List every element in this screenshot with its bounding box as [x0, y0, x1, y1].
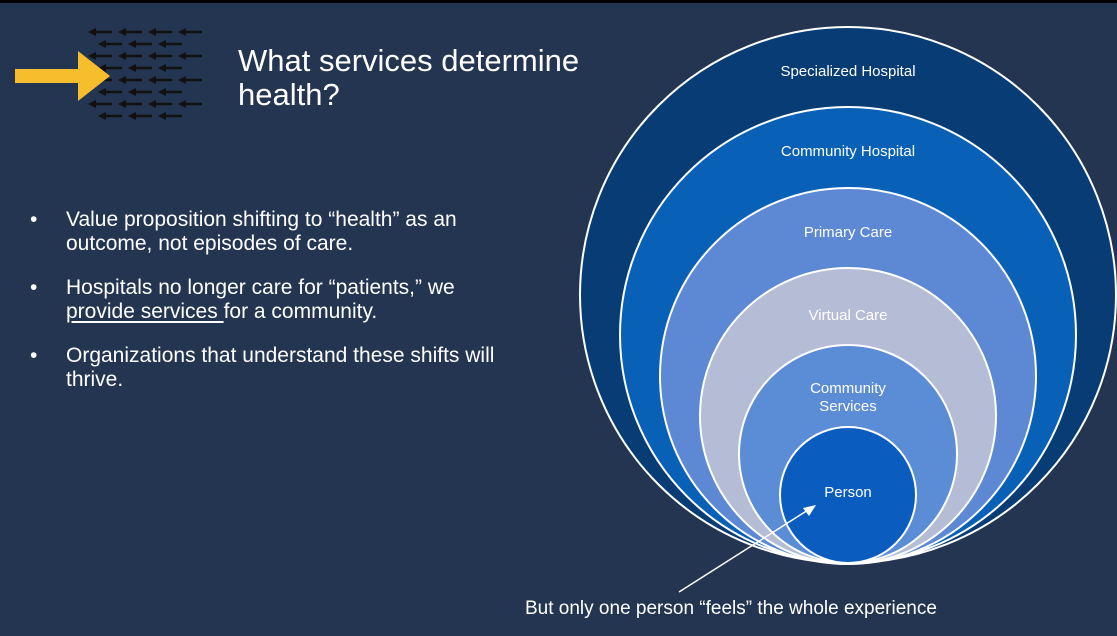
- forward-arrow-icon: [15, 51, 110, 101]
- small-left-arrow: [128, 64, 152, 72]
- ring-label: Primary Care: [804, 224, 892, 241]
- small-left-arrow: [98, 112, 122, 120]
- small-left-arrow: [158, 40, 182, 48]
- small-left-arrow: [178, 76, 202, 84]
- bullet-marker: •: [30, 344, 38, 367]
- small-left-arrow: [88, 100, 112, 108]
- small-left-arrow: [128, 88, 152, 96]
- bullet-list: • Value proposition shifting to “health”…: [30, 208, 500, 412]
- ring-5: [779, 426, 917, 564]
- slide-title: What services determine health?: [238, 43, 580, 112]
- small-left-arrow: [118, 52, 142, 60]
- small-left-arrow: [98, 88, 122, 96]
- bullet-item: • Value proposition shifting to “health”…: [30, 208, 500, 256]
- ring-label: Person: [824, 484, 872, 501]
- bullet-text-end: for a community.: [223, 300, 378, 323]
- bullet-item: • Organizations that understand these sh…: [30, 344, 500, 392]
- bullet-text: Organizations that understand these shif…: [66, 344, 495, 391]
- diagram-caption: But only one person “feels” the whole ex…: [525, 598, 937, 619]
- bullet-marker: •: [30, 208, 38, 231]
- small-left-arrow: [158, 64, 182, 72]
- small-left-arrow: [178, 100, 202, 108]
- bullet-marker: •: [30, 276, 38, 299]
- small-left-arrow: [178, 52, 202, 60]
- small-left-arrow: [88, 52, 112, 60]
- small-left-arrow: [98, 40, 122, 48]
- top-border: [0, 0, 1117, 3]
- small-left-arrow: [148, 100, 172, 108]
- small-left-arrow: [118, 100, 142, 108]
- ring-label: Community Hospital: [781, 143, 915, 160]
- arrows-logo: [15, 28, 202, 120]
- small-left-arrow: [148, 52, 172, 60]
- small-left-arrow: [118, 76, 142, 84]
- small-left-arrow: [118, 28, 142, 36]
- caption-pointer-arrow: [678, 505, 816, 593]
- small-left-arrow: [148, 76, 172, 84]
- ring-label: Specialized Hospital: [780, 63, 915, 80]
- underlined-phrase: provide services: [66, 300, 224, 323]
- small-left-arrow: [98, 64, 122, 72]
- bullet-text-start: Hospitals no longer care for “patients,”…: [66, 276, 455, 299]
- small-left-arrow: [128, 112, 152, 120]
- bullet-text: Value proposition shifting to “health” a…: [66, 208, 457, 255]
- ring-label: Virtual Care: [809, 307, 888, 324]
- small-left-arrow: [158, 88, 182, 96]
- small-left-arrow: [178, 28, 202, 36]
- small-left-arrow: [88, 28, 112, 36]
- small-left-arrow: [128, 40, 152, 48]
- small-left-arrow: [148, 28, 172, 36]
- small-left-arrow: [158, 112, 182, 120]
- bullet-item: • Hospitals no longer care for “patients…: [30, 276, 500, 324]
